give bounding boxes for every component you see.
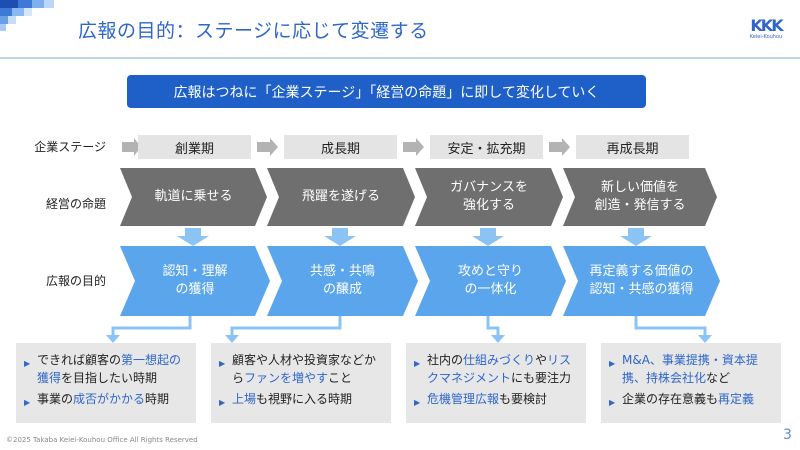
- triangle-bullet-icon: ▶: [24, 398, 31, 407]
- purpose-3-line-1: 攻めと守り: [457, 264, 523, 279]
- mission-text-3: ガバナンスを強化する: [427, 168, 551, 226]
- note-panel-stable: ▶ 社内の仕組みづくりやリスクマネジメントにも要注力 ▶ 危機管理広報も要検討: [406, 343, 586, 423]
- bullet-item: ▶ 社内の仕組みづくりやリスクマネジメントにも要注力: [414, 351, 578, 387]
- bullet-item: ▶ 顧客や人材や投資家などからファンを増やすこと: [219, 351, 383, 387]
- triangle-bullet-icon: ▶: [219, 398, 226, 407]
- note-panel-founding: ▶ できれば顧客の第一想起の獲得を目指したい時期 ▶ 事業の成否がかかる時期: [16, 343, 196, 423]
- triangle-bullet-icon: ▶: [414, 359, 421, 368]
- triangle-bullet-icon: ▶: [609, 398, 616, 407]
- bullet-text: 時期: [145, 392, 170, 406]
- triangle-bullet-icon: ▶: [24, 359, 31, 368]
- bullet-text: を目指したい時期: [61, 371, 158, 385]
- purpose-text-4: 再定義する価値の認知・共感の獲得: [578, 246, 705, 316]
- elbow-connectors: [111, 316, 707, 336]
- purpose-text-1: 認知・理解の獲得: [135, 246, 255, 316]
- bullet-text: も視野に入る時期: [256, 392, 353, 406]
- copyright-footer: ©2025 Takaba Keiei-Kouhou Office All Rig…: [6, 436, 198, 444]
- bullet-text: 社内の: [427, 353, 464, 367]
- triangle-bullet-icon: ▶: [609, 359, 616, 368]
- stage-arrows: [122, 138, 570, 156]
- bullet-highlight: ファンを増やす: [244, 371, 329, 385]
- logo-mark: KKK: [750, 16, 783, 35]
- purpose-1-line-1: 認知・理解: [162, 264, 228, 279]
- bullet-text: にも要注力: [511, 371, 572, 385]
- note-panel-growth: ▶ 顧客や人材や投資家などからファンを増やすこと ▶ 上場も視野に入る時期: [211, 343, 391, 423]
- note-panel-regrowth: ▶ M&A、事業提携・資本提携、持株会社化など ▶ 企業の存在意義も再定義: [601, 343, 781, 423]
- purpose-2-line-2: の醸成: [322, 282, 362, 297]
- mission-text-1: 軌道に乗せる: [132, 168, 255, 226]
- bullet-item: ▶ 事業の成否がかかる時期: [24, 390, 188, 408]
- corner-decoration: [0, 0, 54, 31]
- mission-3-line-1: ガバナンスを: [450, 180, 528, 195]
- row-label-mission: 経営の命題: [45, 197, 106, 211]
- mission-4-line-1: 新しい価値を: [600, 180, 679, 195]
- purpose-4-line-1: 再定義する価値の: [589, 264, 694, 279]
- purpose-4-line-2: 認知・共感の獲得: [589, 282, 694, 297]
- mission-text-4: 新しい価値を創造・発信する: [575, 168, 705, 226]
- purpose-1-line-2: の獲得: [175, 282, 215, 297]
- bullet-text: など: [706, 371, 731, 385]
- bullet-highlight: M&A、事業提携・資本提携、持株会社化: [622, 353, 758, 385]
- bullet-text: こと: [328, 371, 353, 385]
- triangle-bullet-icon: ▶: [219, 359, 226, 368]
- purpose-3-line-2: の一体化: [464, 282, 517, 297]
- bullet-text: や: [535, 353, 548, 367]
- stage-label-stable: 安定・拡充期: [430, 135, 543, 159]
- bullet-highlight: リスクマネジメント: [427, 353, 572, 385]
- connector-arrowheads: [106, 335, 712, 343]
- bullet-highlight: 再定義: [718, 392, 755, 406]
- page-number: 3: [783, 427, 792, 443]
- bullet-highlight: 上場: [232, 392, 257, 406]
- bullet-item: ▶ M&A、事業提携・資本提携、持株会社化など: [609, 351, 773, 387]
- key-message-banner: 広報はつねに「企業ステージ」「経営の命題」に即して変化していく: [127, 75, 646, 108]
- bullet-text: 顧客や人材や投資家などから: [232, 353, 377, 385]
- bullet-item: ▶ できれば顧客の第一想起の獲得を目指したい時期: [24, 351, 188, 387]
- mission-text-2: 飛躍を遂げる: [279, 168, 403, 226]
- mission-chevrons: [120, 168, 717, 226]
- mission-1-line-1: 軌道に乗せる: [154, 189, 233, 204]
- bullet-item: ▶ 上場も視野に入る時期: [219, 390, 383, 408]
- bullet-highlight: 危機管理広報: [427, 392, 500, 406]
- logo-subtext: Keiei-Kouhou: [749, 34, 783, 40]
- mission-4-line-2: 創造・発信する: [594, 198, 686, 213]
- company-logo: KKK Keiei-Kouhou: [747, 16, 785, 41]
- purpose-text-3: 攻めと守りの一体化: [430, 246, 551, 316]
- purpose-text-2: 共感・共鳴の醸成: [282, 246, 403, 316]
- bullet-highlight: 第一想起の獲得: [37, 353, 182, 385]
- bullet-highlight: 仕組みづくり: [463, 353, 536, 367]
- bullet-highlight: 成否がかかる: [73, 392, 146, 406]
- triangle-bullet-icon: ▶: [414, 398, 421, 407]
- header-divider: [0, 57, 800, 59]
- row-label-purpose: 広報の目的: [45, 274, 106, 288]
- stage-label-growth: 成長期: [284, 135, 397, 159]
- page-title: 広報の目的：ステージに応じて変遷する: [78, 20, 429, 42]
- bullet-text: も要検討: [499, 392, 548, 406]
- bullet-item: ▶ 危機管理広報も要検討: [414, 390, 578, 408]
- down-arrows: [177, 228, 652, 246]
- mission-2-line-1: 飛躍を遂げる: [301, 189, 380, 204]
- purpose-chevrons: [120, 246, 720, 316]
- bullet-text: できれば顧客の: [37, 353, 122, 367]
- stage-label-founding: 創業期: [138, 135, 251, 159]
- row-label-stage: 企業ステージ: [34, 140, 106, 154]
- mission-3-line-2: 強化する: [462, 198, 515, 213]
- bullet-text: 事業の: [37, 392, 74, 406]
- purpose-2-line-1: 共感・共鳴: [309, 264, 375, 279]
- stage-label-regrowth: 再成長期: [576, 135, 689, 159]
- bullet-text: 企業の存在意義も: [622, 392, 719, 406]
- bullet-item: ▶ 企業の存在意義も再定義: [609, 390, 773, 408]
